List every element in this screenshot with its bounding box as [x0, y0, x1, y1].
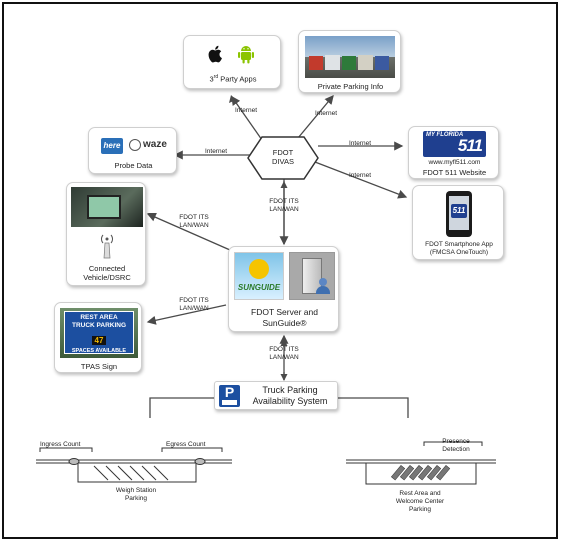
egress-count-label: Egress Count — [166, 441, 206, 448]
rest-area-label-3: Parking — [408, 506, 432, 513]
server-card: SUNGUIDE FDOT Server and SunGuide® — [228, 246, 339, 332]
sunguide-logo: SUNGUIDE — [234, 252, 284, 300]
its-4-line2: LAN/WAN — [269, 354, 299, 361]
dsrc-antenna-icon — [97, 231, 117, 259]
edge-label-internet-5: Internet — [348, 172, 372, 179]
private-parking-card: Private Parking Info — [298, 30, 401, 93]
egress-sensor-icon — [194, 458, 206, 465]
sunguide-logo-text: SUNGUIDE — [237, 283, 281, 292]
its-3-line1: FDOT ITS — [179, 297, 209, 304]
phone-screen-logo: 511 — [451, 204, 467, 218]
server-label-2: SunGuide® — [262, 318, 307, 328]
its-1-line1: FDOT ITS — [269, 198, 299, 205]
rest-area-label-1: Rest Area and — [399, 490, 441, 497]
website-url: www.myfl511.com — [428, 159, 481, 166]
edge-label-its-4: FDOT ITS LAN/WAN — [258, 346, 310, 362]
phone-icon: 511 — [446, 191, 472, 237]
diagram-frame — [2, 2, 558, 539]
edge-label-internet-3: Internet — [204, 148, 228, 155]
tpas-system-label-1: Truck Parking — [262, 385, 318, 395]
here-logo: here — [101, 138, 123, 154]
tpas-sign-card: REST AREA TRUCK PARKING 47 SPACES AVAILA… — [54, 302, 142, 373]
third-party-label-sup: rd — [213, 74, 219, 80]
edge-divas-smartphone — [314, 161, 408, 199]
edge-label-its-3: FDOT ITS LAN/WAN — [168, 297, 220, 313]
edge-divas-private — [297, 95, 334, 139]
its-2-line1: FDOT ITS — [179, 214, 209, 221]
smartphone-label-2: (FMCSA OneTouch) — [429, 249, 489, 256]
tpas-system-label-2: Availability System — [252, 396, 328, 406]
server-icon — [289, 252, 335, 300]
connected-vehicle-card: Connected Vehicle/DSRC — [66, 182, 146, 286]
edge-label-internet-1: Internet — [234, 107, 258, 114]
probe-data-card: here waze Probe Data — [88, 127, 177, 174]
logo-top-text: MY FLORIDA — [426, 132, 464, 138]
ingress-count-label: Ingress Count — [40, 441, 81, 448]
user-icon — [316, 278, 330, 294]
ingress-sensor-icon — [68, 458, 80, 465]
parking-p-icon: P — [219, 384, 240, 407]
website-card: MY FLORIDA 511 www.myfl511.com FDOT 511 … — [408, 126, 499, 179]
parking-p-letter: P — [224, 384, 235, 400]
smartphone-app-card: 511 FDOT Smartphone App (FMCSA OneTouch) — [412, 185, 504, 260]
rest-area-label-2: Welcome Center — [395, 498, 445, 505]
sign-line3: SPACES AVAILABLE — [71, 348, 127, 354]
its-1-line2: LAN/WAN — [269, 206, 299, 213]
weigh-station-illustration — [36, 447, 232, 483]
weigh-station-label-1: Weigh Station — [115, 487, 157, 494]
edge-label-its-2: FDOT ITS LAN/WAN — [168, 214, 220, 230]
sign-line1: REST AREA — [80, 314, 118, 321]
waze-logo-text: waze — [143, 139, 167, 150]
probe-data-label: Probe Data — [114, 161, 153, 170]
smartphone-label-1: FDOT Smartphone App — [425, 241, 493, 248]
server-label-1: FDOT Server and — [251, 307, 318, 317]
vehicle-dashboard-photo — [71, 187, 143, 227]
truck-icon — [222, 400, 237, 405]
logo-number: 511 — [457, 136, 483, 155]
its-3-line2: LAN/WAN — [179, 305, 209, 312]
rest-area-illustration — [346, 441, 496, 485]
edge-label-internet-2: Internet — [314, 110, 338, 117]
third-party-label: 3rd Party Apps — [184, 73, 282, 84]
private-parking-label: Private Parking Info — [317, 82, 384, 91]
hub-hexagon — [247, 136, 319, 180]
its-4-line1: FDOT ITS — [269, 346, 299, 353]
hub-line2: DIVAS — [272, 157, 294, 166]
waze-icon — [129, 139, 141, 151]
presence-label-2: Detection — [442, 446, 470, 453]
sign-line2: TRUCK PARKING — [71, 322, 127, 329]
connected-label-1: Connected — [88, 264, 126, 273]
presence-label-1: Presence — [442, 438, 470, 445]
third-party-label-rest: Party Apps — [218, 74, 257, 84]
tpas-system-box: P Truck Parking Availability System — [214, 381, 338, 410]
weigh-station-label-2: Parking — [124, 495, 148, 502]
truck-stop-photo — [305, 36, 395, 78]
android-icon — [237, 45, 255, 64]
edge-label-internet-4: Internet — [348, 140, 372, 147]
third-party-apps-card: 3rd Party Apps — [183, 35, 281, 89]
edge-divas-third-party — [231, 95, 263, 141]
myflorida-511-logo: MY FLORIDA 511 — [423, 131, 486, 157]
parked-vehicle-sensors — [390, 464, 451, 481]
sign-count: 47 — [91, 336, 107, 345]
edge-server-tpas — [146, 304, 227, 325]
hub-label: FDOT DIVAS — [252, 148, 314, 166]
tpas-sign-image: REST AREA TRUCK PARKING 47 SPACES AVAILA… — [60, 308, 138, 358]
hub-line1: FDOT — [272, 148, 294, 157]
website-label: FDOT 511 Website — [422, 168, 487, 177]
apple-icon — [208, 45, 224, 63]
third-party-label-main: 3 — [209, 74, 214, 84]
tpas-sign-label: TPAS Sign — [80, 362, 118, 371]
connected-label-2: Vehicle/DSRC — [83, 273, 131, 282]
edge-label-its-1: FDOT ITS LAN/WAN — [258, 198, 310, 214]
edge-server-connected — [146, 212, 231, 251]
its-2-line2: LAN/WAN — [179, 222, 209, 229]
